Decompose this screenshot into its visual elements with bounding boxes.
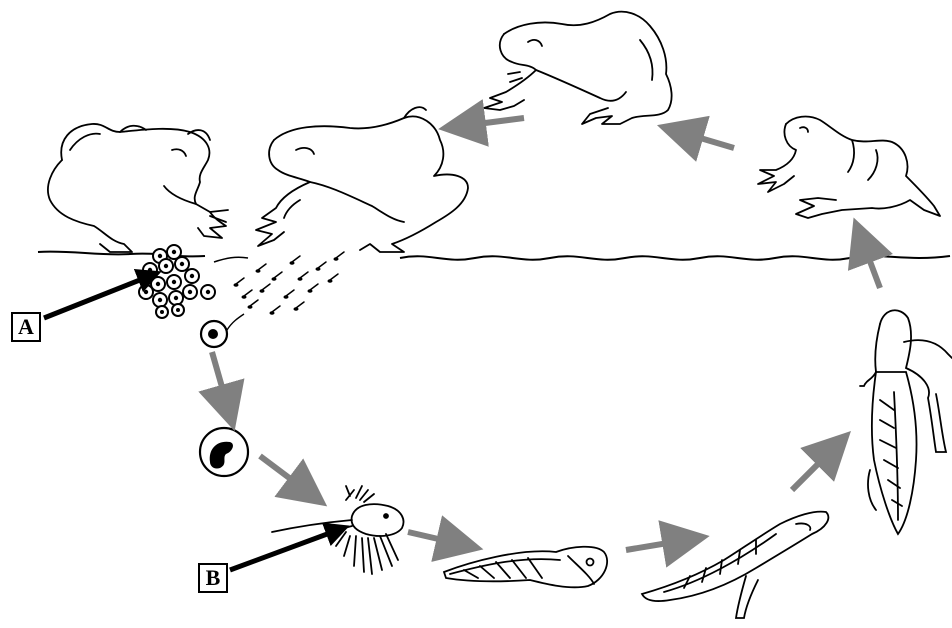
tadpole-four-legs xyxy=(860,310,952,534)
pointer-b xyxy=(230,530,338,570)
sperm-heads xyxy=(234,257,339,315)
arrow-egg-to-embryo xyxy=(212,352,228,408)
arrow-hatchling-to-tadpole xyxy=(408,532,460,544)
adult-frog-top xyxy=(484,12,672,124)
label-pointers xyxy=(44,276,338,570)
label-a: A xyxy=(11,312,41,342)
arrow-embryo-to-hatchling xyxy=(260,456,308,492)
arrow-froglet-to-adult xyxy=(680,132,734,148)
embryo xyxy=(200,428,248,476)
adult-frog-female xyxy=(48,124,228,252)
arrow-adult-to-spawning xyxy=(462,118,524,126)
arrow-tadpole-to-hindlegs xyxy=(626,540,686,550)
spawn-stream xyxy=(214,257,248,262)
adult-frog-male xyxy=(256,107,468,252)
fertilized-egg xyxy=(201,314,244,347)
froglet xyxy=(758,117,940,218)
sperm-cells xyxy=(236,252,344,312)
tadpole xyxy=(444,547,607,588)
label-b: B xyxy=(198,563,228,593)
pointer-a xyxy=(44,276,150,318)
arrow-fourlegs-to-froglet xyxy=(862,240,880,288)
arrow-hindlegs-to-fourlegs xyxy=(792,448,834,490)
tadpole-hind-legs xyxy=(642,512,828,618)
